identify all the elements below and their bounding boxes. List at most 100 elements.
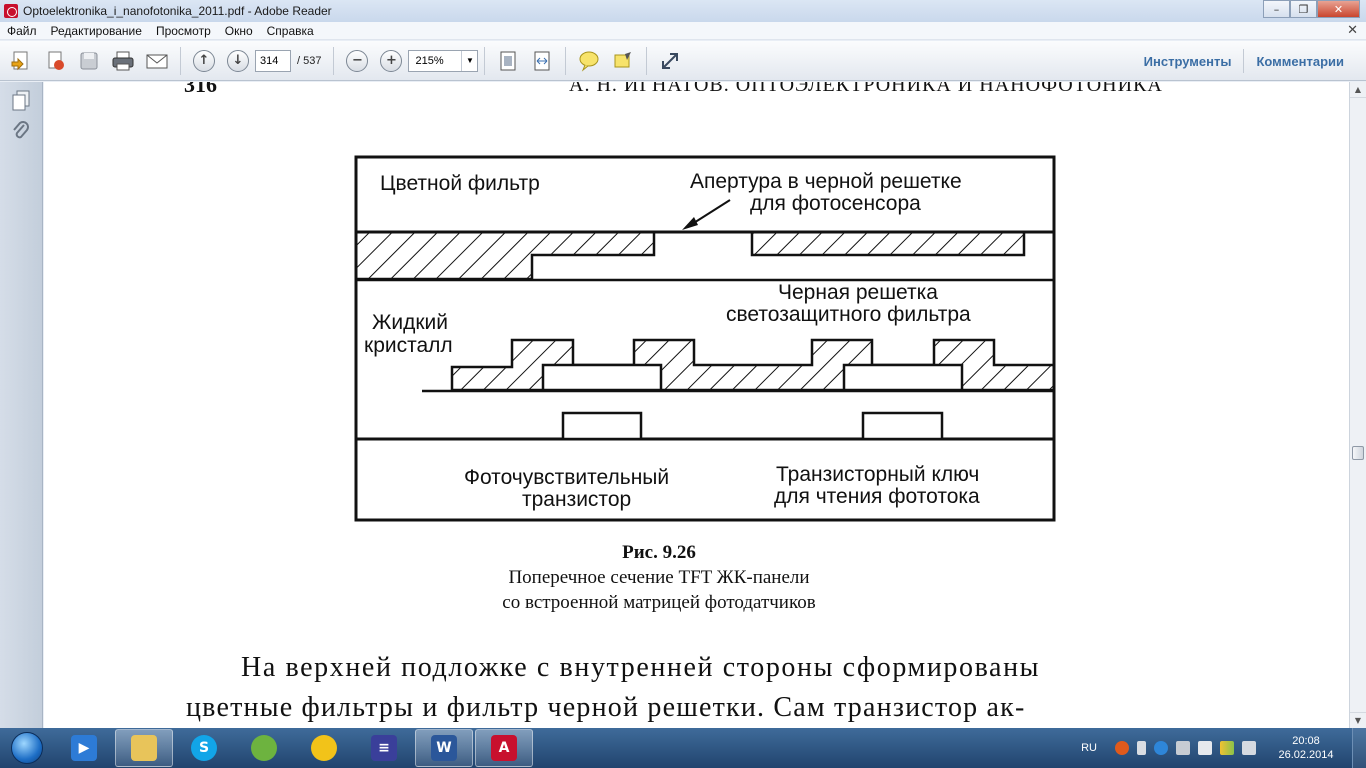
figure-number: Рис. 9.26	[622, 542, 696, 563]
clock-time: 20:08	[1292, 735, 1320, 747]
comments-link[interactable]: Комментарии	[1256, 53, 1344, 69]
menu-file[interactable]: Файл	[7, 23, 37, 38]
page-thumbnails-button[interactable]	[10, 90, 32, 112]
combine-files-icon	[48, 51, 64, 70]
scroll-up-arrow-icon[interactable]: ▲	[1350, 82, 1366, 98]
figure-caption-line2: со встроенной матрицей фотодатчиков	[502, 592, 816, 613]
toolbar-separator	[180, 46, 181, 75]
full-screen-button[interactable]	[655, 46, 685, 76]
panel-frame	[354, 155, 1056, 522]
scrollbar-thumb[interactable]	[1352, 446, 1364, 460]
highlight-button[interactable]	[608, 46, 638, 76]
tools-link[interactable]: Инструменты	[1143, 53, 1232, 69]
clock[interactable]: 20:08 26.02.2014	[1266, 734, 1346, 762]
taskbar-skype[interactable]: S	[175, 729, 233, 767]
plus-icon: +	[380, 49, 403, 72]
expand-icon	[662, 52, 679, 69]
antivirus-icon[interactable]	[1115, 741, 1129, 755]
title-bar: Optoelektronika_i_nanofotonika_2011.pdf …	[0, 0, 1366, 22]
previous-page-button[interactable]: ↑	[189, 46, 219, 76]
scroll-down-arrow-icon[interactable]: ▼	[1350, 712, 1366, 728]
color-filter-layer-right	[750, 230, 1026, 257]
fit-page-icon	[500, 51, 516, 70]
attachments-button[interactable]	[10, 120, 32, 142]
taskbar-browser[interactable]	[235, 729, 293, 767]
label-photo-transistor-line1: Фоточувствительный	[464, 466, 669, 489]
taskbar-audio-player[interactable]	[295, 729, 353, 767]
next-page-button[interactable]: ↓	[223, 46, 253, 76]
save-button[interactable]	[74, 46, 104, 76]
label-aperture-line2: для фотосенсора	[750, 192, 921, 215]
page-total: / 537	[297, 54, 322, 67]
color-filter-layer-left	[354, 230, 656, 281]
start-button[interactable]	[0, 728, 54, 768]
adobe-reader-icon	[4, 4, 18, 18]
print-button[interactable]	[108, 46, 138, 76]
taskbar-media-player[interactable]: ▶	[55, 729, 113, 767]
body-text-line2: цветные фильтры и фильтр черной решетки.…	[186, 692, 1026, 723]
photo-transistor-body	[561, 411, 643, 441]
show-desktop-button[interactable]	[1352, 728, 1366, 768]
window-controls: – ❐ ✕	[1263, 0, 1360, 18]
menu-help[interactable]: Справка	[266, 23, 314, 38]
toolbar: ↑ ↓ 314 / 537 − + 215% ▼ Инструменты Ком…	[0, 41, 1366, 81]
comment-bubble-icon	[579, 51, 599, 72]
label-switch-transistor-line2: для чтения фототока	[774, 485, 980, 508]
taskbar-explorer[interactable]	[115, 729, 173, 767]
body-text-line1: На верхней подложке с внутренней стороны…	[241, 652, 1041, 683]
toolbar-separator	[484, 46, 486, 75]
folder-icon	[131, 735, 157, 761]
system-tray: RU 20:08 26.02.2014	[1081, 728, 1366, 768]
power-icon[interactable]	[1154, 741, 1168, 755]
close-document-icon[interactable]: ✕	[1347, 23, 1358, 38]
skype-icon: S	[191, 735, 217, 761]
zoom-in-button[interactable]: +	[376, 46, 406, 76]
media-player-icon: ▶	[71, 735, 97, 761]
network-signal-icon[interactable]	[1220, 741, 1234, 755]
taskbar-word[interactable]: W	[415, 729, 473, 767]
word-icon: W	[431, 735, 457, 761]
minimize-button[interactable]: –	[1263, 0, 1290, 18]
toolbar-separator	[333, 46, 335, 75]
photo-transistor-gate	[541, 363, 663, 392]
label-aperture-line1: Апертура в черной решетке	[690, 170, 962, 193]
adobe-reader-icon: A	[491, 735, 517, 761]
label-black-matrix-line1: Черная решетка	[778, 281, 938, 304]
create-pdf-button[interactable]	[6, 46, 36, 76]
zoom-select[interactable]: 215% ▼	[408, 49, 479, 72]
email-button[interactable]	[142, 46, 172, 76]
combine-files-button[interactable]	[40, 46, 70, 76]
taskbar-adobe-reader[interactable]: A	[475, 729, 533, 767]
vertical-scrollbar[interactable]: ▲ ▼	[1349, 82, 1366, 728]
fit-width-button[interactable]	[527, 46, 557, 76]
menu-view[interactable]: Просмотр	[155, 23, 211, 38]
menu-window[interactable]: Окно	[224, 23, 253, 38]
language-indicator[interactable]: RU	[1081, 742, 1097, 754]
restore-button[interactable]: ❐	[1290, 0, 1317, 18]
window-title: Optoelektronika_i_nanofotonika_2011.pdf …	[23, 4, 332, 18]
chevron-down-icon[interactable]: ▼	[461, 50, 477, 71]
close-button[interactable]: ✕	[1317, 0, 1360, 18]
battery-icon[interactable]	[1137, 741, 1146, 755]
volume-icon[interactable]	[1242, 741, 1256, 755]
toolbar-separator	[565, 46, 567, 75]
switch-transistor-body	[861, 411, 944, 441]
fit-page-button[interactable]	[493, 46, 523, 76]
page-number-input[interactable]: 314	[255, 49, 291, 72]
usb-icon[interactable]	[1176, 741, 1190, 755]
zoom-out-button[interactable]: −	[342, 46, 372, 76]
label-black-matrix-line2: светозащитного фильтра	[726, 303, 971, 326]
zoom-value: 215%	[415, 54, 444, 67]
action-center-flag-icon[interactable]	[1198, 741, 1212, 755]
taskbar-equalizer-app[interactable]: ≡	[355, 729, 413, 767]
label-liquid-crystal-line1: Жидкий	[372, 311, 448, 334]
save-icon	[80, 52, 98, 69]
fit-width-icon	[534, 51, 550, 70]
menu-bar: Файл Редактирование Просмотр Окно Справк…	[0, 22, 1366, 40]
figure-caption-line1: Поперечное сечение TFT ЖК-панели	[508, 567, 810, 588]
menu-edit[interactable]: Редактирование	[50, 23, 142, 38]
sticky-note-button[interactable]	[574, 46, 604, 76]
document-page: 316 А. Н. ИГНАТОВ. ОПТОЭЛЕКТРОНИКА И НАН…	[44, 82, 1349, 728]
label-liquid-crystal-line2: кристалл	[364, 334, 453, 357]
link-separator	[1243, 49, 1245, 73]
